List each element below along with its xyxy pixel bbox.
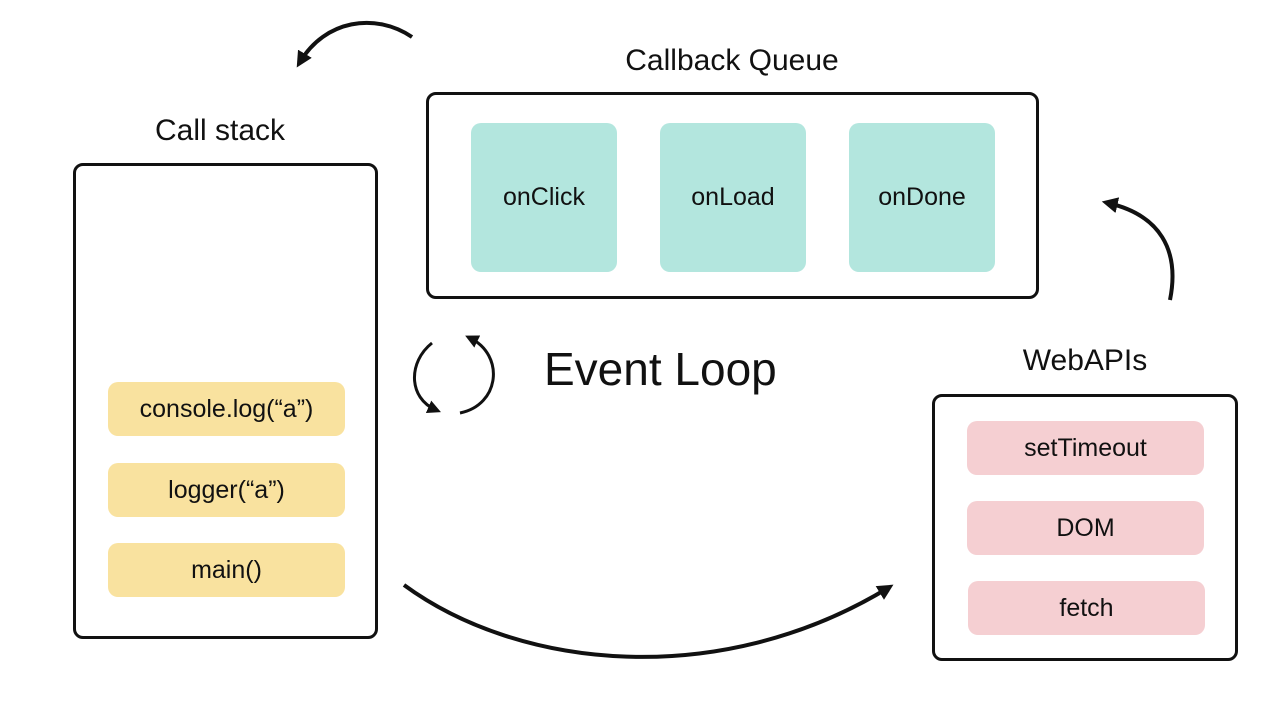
stack-item-main: main() <box>108 543 345 597</box>
queue-item-ondone: onDone <box>849 123 995 272</box>
queue-item-onload: onLoad <box>660 123 806 272</box>
loop-icon <box>413 335 495 415</box>
callback-queue-panel: onClick onLoad onDone <box>426 92 1039 299</box>
callback-queue-title: Callback Queue <box>625 44 839 77</box>
queue-item-onclick: onClick <box>471 123 617 272</box>
arrow-webapis-to-queue <box>1101 197 1175 301</box>
event-loop-label: Event Loop <box>544 343 777 395</box>
call-stack-title: Call stack <box>154 114 286 147</box>
webapis-panel: setTimeout DOM fetch <box>932 394 1238 661</box>
webapi-item-settimeout: setTimeout <box>967 421 1204 475</box>
webapis-title: WebAPIs <box>1022 344 1148 377</box>
stack-item-console-log: console.log(“a”) <box>108 382 345 436</box>
webapi-item-dom: DOM <box>967 501 1204 555</box>
arrow-queue-to-stack <box>296 20 414 68</box>
stack-item-logger: logger(“a”) <box>108 463 345 517</box>
arrow-stack-to-webapis <box>402 583 894 659</box>
call-stack-panel: console.log(“a”) logger(“a”) main() <box>73 163 378 639</box>
webapi-item-fetch: fetch <box>968 581 1205 635</box>
